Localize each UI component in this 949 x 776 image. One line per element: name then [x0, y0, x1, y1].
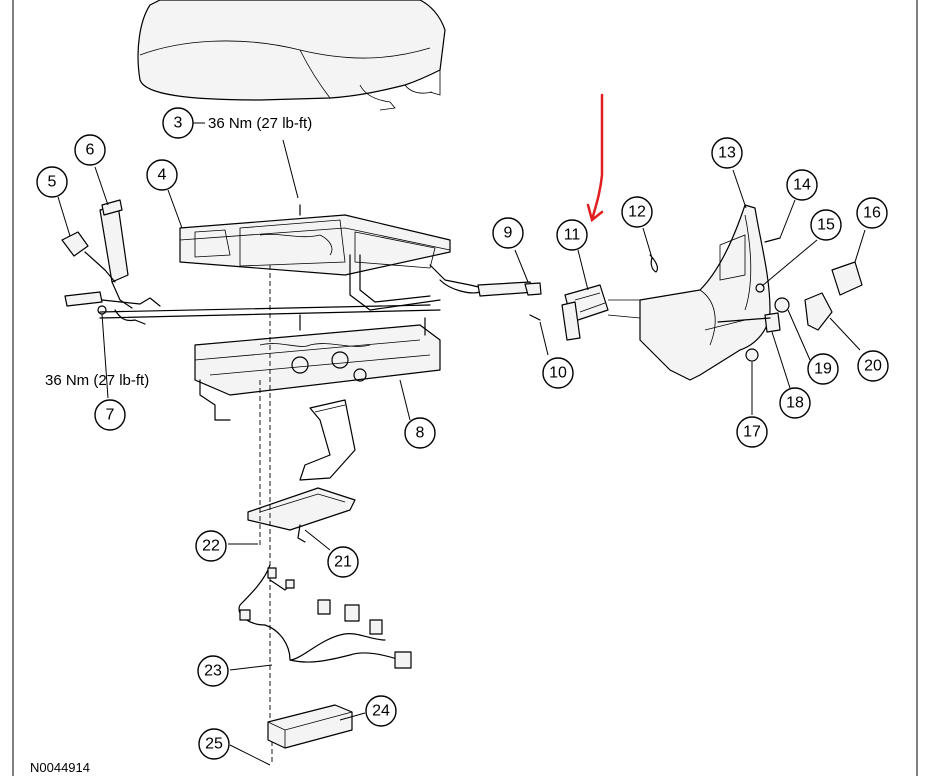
callout-9: 9	[492, 217, 524, 249]
callout-16: 16	[856, 197, 888, 229]
callout-15: 15	[810, 209, 842, 241]
seat-cushion	[137, 0, 446, 111]
callout-18-number: 18	[786, 395, 804, 412]
callout-7: 7	[94, 399, 126, 431]
callout-23: 23	[197, 655, 229, 687]
small-fasteners	[717, 237, 863, 362]
callout-8: 8	[404, 417, 436, 449]
callout-11-number: 11	[564, 227, 581, 244]
callout-3-torque: 36 Nm (27 lb-ft)	[208, 115, 312, 132]
callout-10-number: 10	[549, 365, 567, 382]
callout-8-number: 8	[416, 425, 425, 442]
leader-lines	[57, 122, 866, 766]
callout-23-number: 23	[204, 663, 222, 680]
callout-9-number: 9	[504, 225, 513, 242]
callout-17-number: 17	[743, 424, 761, 441]
callout-18: 18	[779, 387, 811, 419]
callout-4: 4	[146, 159, 178, 191]
seat-switch	[561, 284, 641, 341]
callout-7-number: 7	[106, 407, 115, 424]
callout-24: 24	[365, 695, 397, 727]
callout-12-number: 12	[628, 204, 646, 221]
callout-21-number: 21	[334, 554, 352, 571]
callout-12: 12	[621, 196, 653, 228]
annotation-arrow	[586, 93, 604, 223]
callout-25: 25	[198, 728, 230, 760]
callout-6: 6	[74, 134, 106, 166]
callout-20: 20	[857, 350, 889, 382]
callout-5: 5	[36, 166, 68, 198]
callout-4-number: 4	[158, 167, 167, 184]
callout-25-number: 25	[205, 736, 223, 753]
callout-3-number: 3	[174, 115, 183, 132]
wiring-harness	[238, 564, 412, 669]
callout-14: 14	[786, 169, 818, 201]
seat-module	[267, 704, 353, 749]
callout-13-number: 13	[718, 145, 736, 162]
bracket	[247, 487, 356, 543]
seat-track-frame	[179, 204, 501, 311]
callout-6-number: 6	[86, 142, 95, 159]
callout-14-number: 14	[793, 177, 811, 194]
callout-15-number: 15	[817, 217, 835, 234]
callout-17: 17	[736, 416, 768, 448]
seat-cable	[439, 279, 542, 321]
callout-20-number: 20	[864, 358, 882, 375]
seat-belt-buckle	[61, 199, 133, 309]
clip	[649, 254, 659, 273]
callout-13: 13	[711, 137, 743, 169]
callout-10: 10	[542, 357, 574, 389]
callout-5-number: 5	[48, 174, 57, 191]
callout-21: 21	[327, 546, 359, 578]
callout-7-torque: 36 Nm (27 lb-ft)	[45, 372, 149, 389]
callout-19: 19	[807, 353, 839, 385]
callout-11: 11	[556, 219, 588, 251]
callout-3: 3	[162, 107, 194, 139]
side-shield	[639, 204, 771, 381]
callout-22-number: 22	[202, 538, 220, 555]
callout-16-number: 16	[863, 205, 881, 222]
lower-seat-track	[194, 314, 441, 481]
callout-19-number: 19	[814, 361, 832, 378]
callout-22: 22	[195, 530, 227, 562]
callout-24-number: 24	[372, 703, 390, 720]
document-id: N0044914	[30, 760, 90, 775]
